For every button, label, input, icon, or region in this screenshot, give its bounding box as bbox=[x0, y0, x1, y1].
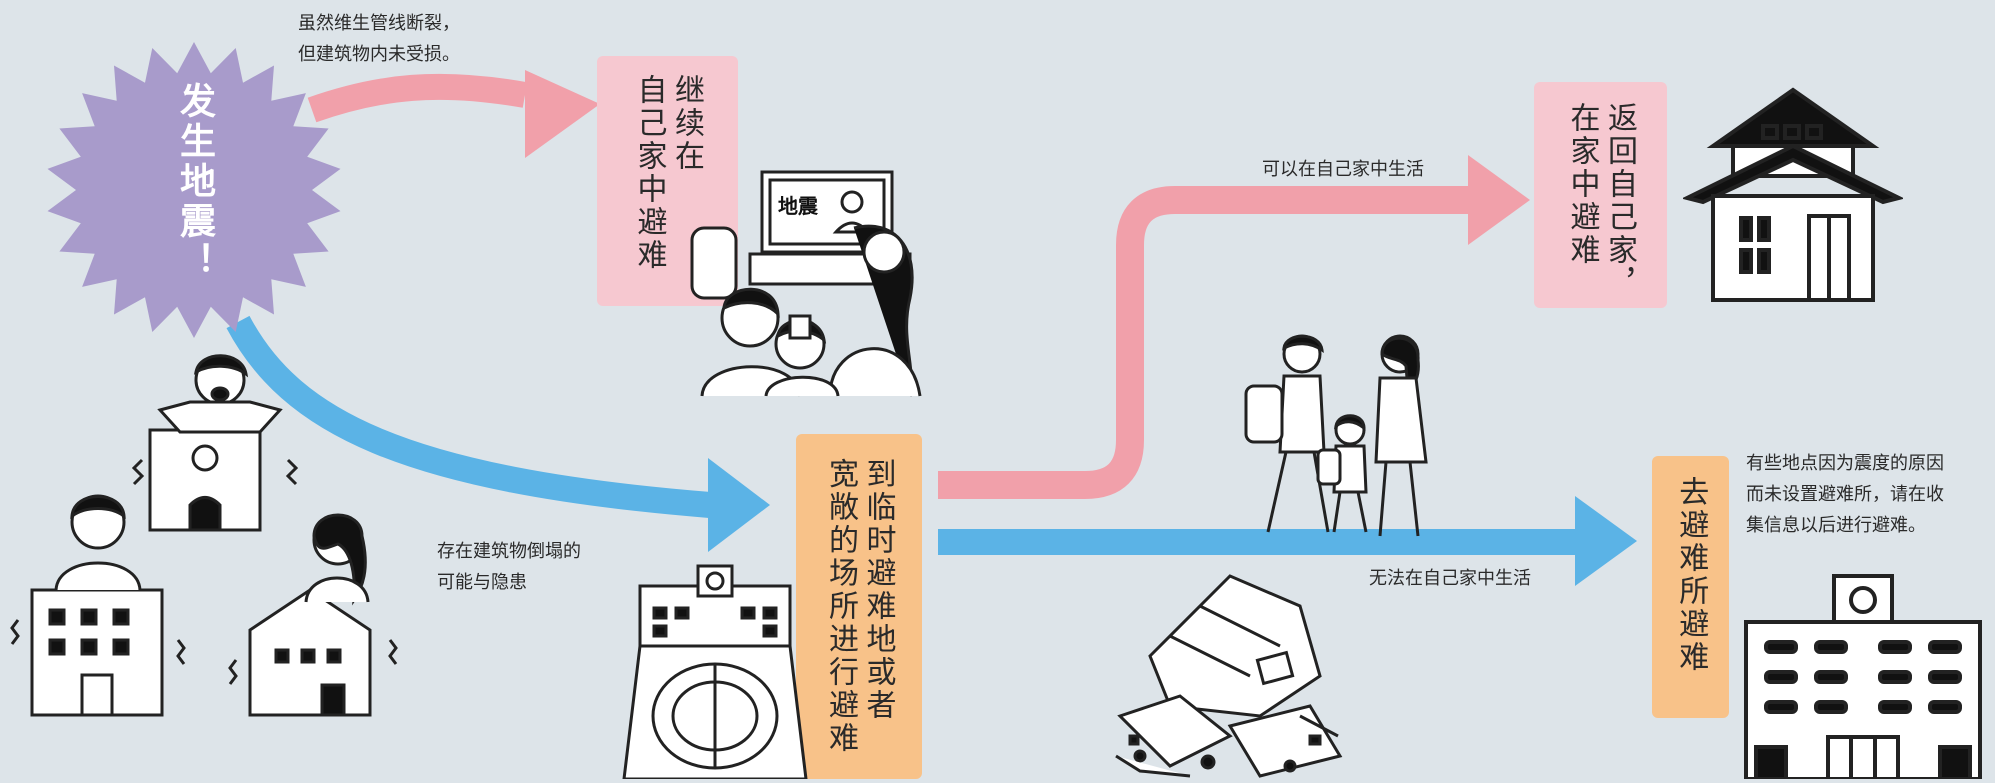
earthquake-burst bbox=[47, 42, 341, 338]
arrow-to-shelter bbox=[938, 529, 1578, 555]
note-lifeline: 虽然维生管线断裂， 但建筑物内未受损。 bbox=[298, 8, 460, 70]
arrow-head-stay-home bbox=[525, 70, 600, 158]
box-return-home-col1: 返回自己家， bbox=[1602, 102, 1637, 300]
box-shelter: 去避难所避难 bbox=[1652, 456, 1729, 718]
box-temporary-col1: 到临时避难地或者 bbox=[860, 458, 896, 722]
note-lifeline-line1: 虽然维生管线断裂， bbox=[298, 13, 460, 34]
note-collapse: 存在建筑物倒塌的 可能与隐患 bbox=[437, 536, 581, 598]
scared-people-buildings-icon bbox=[10, 340, 415, 720]
walking-family-icon bbox=[1240, 332, 1440, 542]
note-collapse-line2: 可能与隐患 bbox=[437, 572, 527, 593]
note-shelter-line2: 而未设置避难所，请在收 bbox=[1746, 484, 1944, 505]
box-temporary-col2: 宽敞的场所进行避难 bbox=[823, 458, 858, 755]
box-shelter-col1: 去避难所避难 bbox=[1673, 476, 1709, 674]
house-icon bbox=[1681, 86, 1905, 304]
box-return-home: 返回自己家， 在家中避难 bbox=[1534, 82, 1667, 308]
box-stay-home-col1: 继续在 bbox=[669, 74, 704, 173]
note-can-live-home: 可以在自己家中生活 bbox=[1262, 159, 1424, 180]
arrow-to-temporary bbox=[226, 315, 712, 518]
note-shelter-line1: 有些地点因为震度的原因 bbox=[1746, 453, 1944, 474]
arrow-to-stay-home bbox=[307, 73, 528, 123]
earthquake-label: 发生地震！ bbox=[174, 82, 215, 282]
box-return-home-col2: 在家中避难 bbox=[1564, 102, 1600, 267]
note-cannot-live-home: 无法在自己家中生活 bbox=[1369, 568, 1531, 589]
arrow-head-shelter bbox=[1575, 496, 1637, 586]
arrow-to-return-home bbox=[938, 186, 1470, 499]
stadium-school-icon bbox=[620, 556, 810, 781]
box-stay-home-col2: 自己家中避难 bbox=[631, 74, 667, 272]
arrow-head-temporary bbox=[708, 458, 770, 552]
tv-caption: 地震 bbox=[778, 194, 818, 218]
note-shelter: 有些地点因为震度的原因 而未设置避难所，请在收 集信息以后进行避难。 bbox=[1746, 448, 1944, 541]
box-stay-home: 继续在 自己家中避难 bbox=[597, 56, 738, 306]
arrow-head-return-home bbox=[1468, 155, 1530, 245]
family-watching-tv-icon: 地震 bbox=[680, 168, 930, 398]
box-temporary: 到临时避难地或者 宽敞的场所进行避难 bbox=[796, 434, 922, 779]
school-shelter-icon bbox=[1738, 572, 1988, 781]
note-collapse-line1: 存在建筑物倒塌的 bbox=[437, 541, 581, 562]
note-lifeline-line2: 但建筑物内未受损。 bbox=[298, 44, 460, 65]
note-shelter-line3: 集信息以后进行避难。 bbox=[1746, 515, 1926, 536]
collapsed-house-icon bbox=[1110, 566, 1350, 779]
